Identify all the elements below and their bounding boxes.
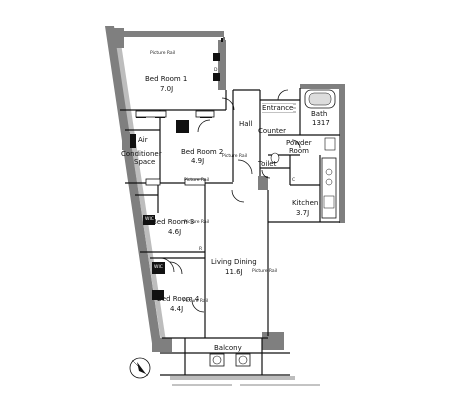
wic-tag-1: WIC [137,112,146,117]
picture-rail-hall: Picture Rail [222,154,248,159]
room-powder-1: Powder [286,139,312,147]
mark-c: C [292,178,296,183]
ac-unit-1 [209,353,225,367]
closet-bed4 [152,262,165,274]
room-aircon-1: Air [138,136,148,144]
wall-aircon-col [122,132,130,150]
powder-sink [324,137,336,151]
room-bath-size: 1317 [312,119,330,127]
closet-bed4-b [152,290,164,300]
exterior-wall-north [112,31,224,37]
room-bed3-size: 4.6J [168,228,182,236]
picture-rail-bed1: Picture Rail [150,51,176,56]
room-bed3-name: Bed Room 3 [152,218,195,226]
mark-d: D [214,68,218,73]
room-hall: Hall [239,120,253,128]
room-counter: Counter [258,127,286,135]
closet-bed3 [143,215,155,225]
wall-column-se [262,332,284,350]
room-powder-2: Room [289,147,309,155]
wall-bath-east [339,88,345,223]
room-bed1-size: 7.0J [160,85,174,93]
closet-aircon [130,134,136,148]
exterior-wall-west [105,26,162,350]
wall-bath-north [300,84,345,89]
closet-bed1-b [213,73,220,81]
picture-rail-bed2: Picture Rail [184,178,210,183]
room-bed2-size: 4.9J [191,157,205,165]
wall-column-nw [110,28,124,48]
room-kitchen-name: Kitchen [292,199,319,207]
room-aircon-2: Conditioner [121,150,162,158]
wic-tag-5: WIC [154,265,163,270]
room-bed4-size: 4.4J [170,305,184,313]
picture-rail-bed4: Picture Rail [183,299,209,304]
room-entrance: Entrance [262,104,294,112]
room-bed4-name: Bed Room 4 [157,295,200,303]
compass-icon [129,357,151,379]
wall-kitchen-south [258,176,268,190]
kitchen-counter [321,157,337,219]
room-kitchen-size: 3.7J [296,209,310,217]
room-aircon-3: Space [134,158,156,166]
room-bed2-name: Bed Room 2 [181,148,224,156]
room-bath-name: Bath [311,110,328,118]
wall-column-ne [218,40,226,90]
toilet-fixture [270,152,280,164]
wic-tag-2: WIC [156,112,165,117]
room-living-name: Living Dining [211,258,257,266]
balcony-railing [170,376,295,380]
room-living-size: 11.6J [225,268,243,276]
closet-bed1-a [213,53,220,61]
ac-unit-2 [235,353,251,367]
closet-bed2-side [176,120,189,133]
wic-tag-3: WIC [202,112,211,117]
wic-tag-4: WIC [145,217,154,222]
room-toilet: Toilet [258,160,277,168]
room-bed1-name: Bed Room 1 [145,75,188,83]
picture-rail-bed3: Picture Rail [184,220,210,225]
wall-column-south [152,338,172,352]
mark-r: R [199,247,203,252]
room-balcony: Balcony [214,344,242,352]
picture-rail-living: Picture Rail [252,269,278,274]
